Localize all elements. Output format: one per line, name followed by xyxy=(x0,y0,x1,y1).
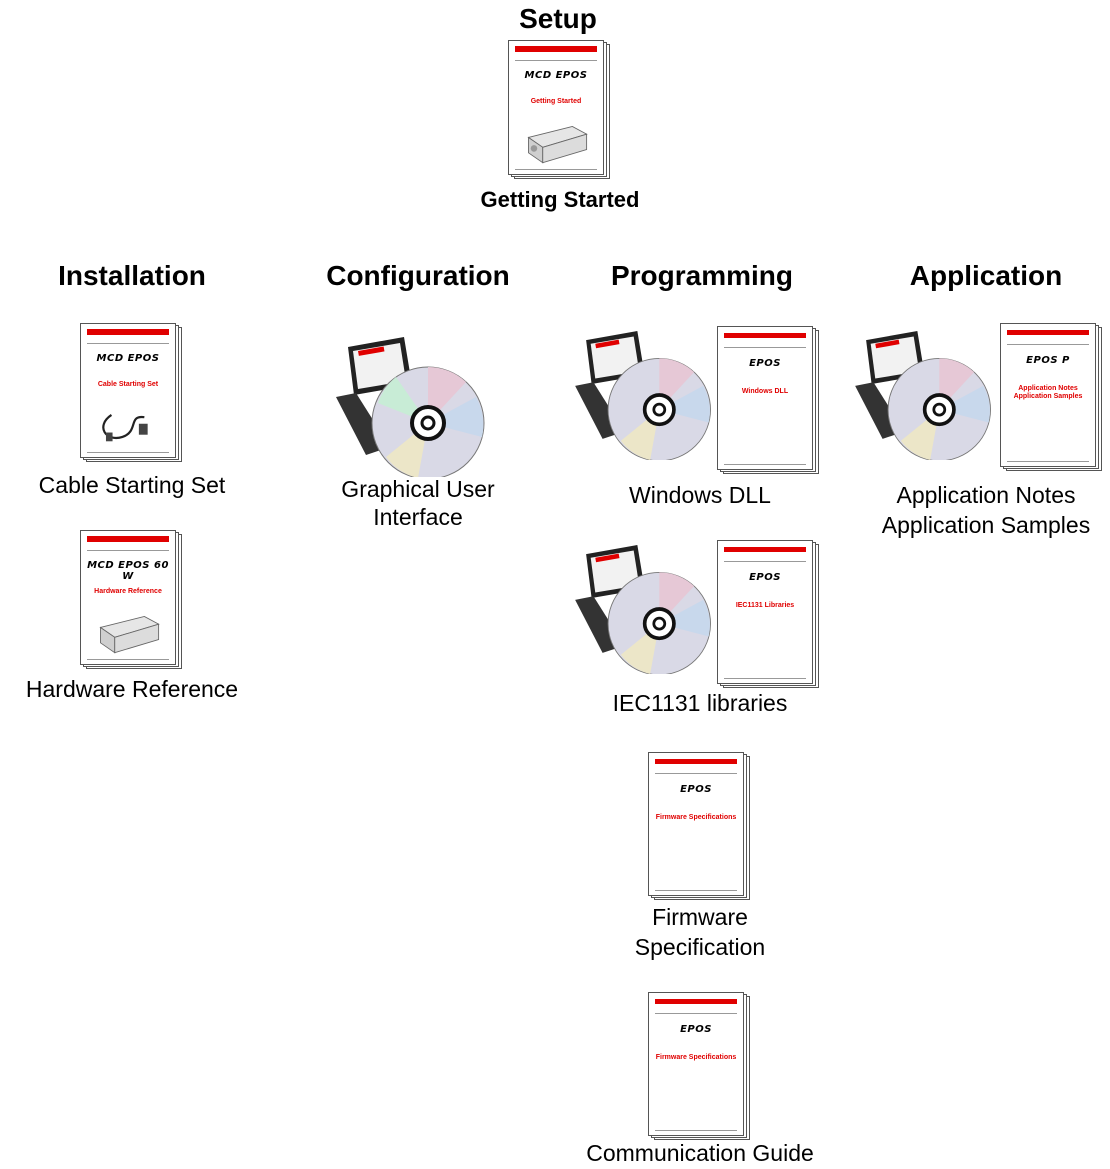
firmware-caption-line1: Firmware xyxy=(652,904,748,930)
doc-title: Cable Starting Set xyxy=(97,381,159,389)
application-notes-caption-line1: Application Notes xyxy=(896,482,1076,508)
doc-logo: EPOS P xyxy=(1026,355,1070,367)
iec1131-caption: IEC1131 libraries xyxy=(612,690,788,716)
setup-heading: Setup xyxy=(519,3,597,34)
getting-started-caption: Getting Started xyxy=(480,187,640,212)
doc-title: Hardware Reference xyxy=(94,588,162,596)
doc-title: Getting Started xyxy=(530,98,582,106)
hardware-reference-caption: Hardware Reference xyxy=(25,676,239,702)
doc-title: IEC1131 Libraries xyxy=(735,602,795,610)
doc-logo: MCD EPOS xyxy=(96,353,160,365)
doc-title: Application Notes Application Samples xyxy=(1013,385,1083,401)
programming-heading: Programming xyxy=(610,260,794,291)
cable-starting-set-caption: Cable Starting Set xyxy=(38,472,226,498)
device-illustration xyxy=(527,125,588,164)
gui-caption-line1: Graphical User xyxy=(341,476,495,502)
application-heading: Application xyxy=(909,260,1063,291)
doc-title: Firmware Specifications xyxy=(655,1054,737,1062)
device-illustration xyxy=(99,615,160,654)
configuration-heading: Configuration xyxy=(326,260,510,291)
installation-heading: Installation xyxy=(58,260,206,291)
cable-illustration xyxy=(102,413,148,442)
gui-caption-line2: Interface xyxy=(373,504,463,530)
firmware-specification-document-icon[interactable]: EPOS Firmware Specifications xyxy=(648,752,754,902)
getting-started-document-icon[interactable]: MCD EPOS Getting Started xyxy=(508,40,614,182)
cable-starting-set-document-icon[interactable]: MCD EPOS Cable Starting Set xyxy=(80,323,186,465)
iec1131-document-icon[interactable]: EPOS IEC1131 Libraries xyxy=(717,540,823,690)
hardware-reference-document-icon[interactable]: MCD EPOS 60 W Hardware Reference xyxy=(80,530,186,672)
windows-dll-document-icon[interactable]: EPOS Windows DLL xyxy=(717,326,823,476)
doc-logo: EPOS xyxy=(749,358,781,370)
doc-title: Windows DLL xyxy=(741,388,789,396)
cd-laptop-icon[interactable] xyxy=(566,330,716,460)
application-notes-document-icon[interactable]: EPOS P Application Notes Application Sam… xyxy=(1000,323,1106,473)
doc-title: Firmware Specifications xyxy=(655,814,737,822)
doc-logo: MCD EPOS xyxy=(524,70,588,82)
doc-logo: EPOS xyxy=(680,784,712,796)
cd-laptop-icon[interactable] xyxy=(566,544,716,674)
firmware-caption-line2: Specification xyxy=(634,934,766,960)
cd-laptop-icon[interactable] xyxy=(326,337,490,477)
doc-logo: EPOS xyxy=(749,572,781,584)
cd-laptop-icon[interactable] xyxy=(846,330,996,460)
windows-dll-caption: Windows DLL xyxy=(629,482,771,508)
doc-logo: EPOS xyxy=(680,1024,712,1036)
application-notes-caption-line2: Application Samples xyxy=(881,512,1091,538)
communication-guide-document-icon[interactable]: EPOS Firmware Specifications xyxy=(648,992,754,1142)
doc-logo: MCD EPOS 60 W xyxy=(87,560,169,583)
communication-guide-caption: Communication Guide xyxy=(586,1140,814,1166)
